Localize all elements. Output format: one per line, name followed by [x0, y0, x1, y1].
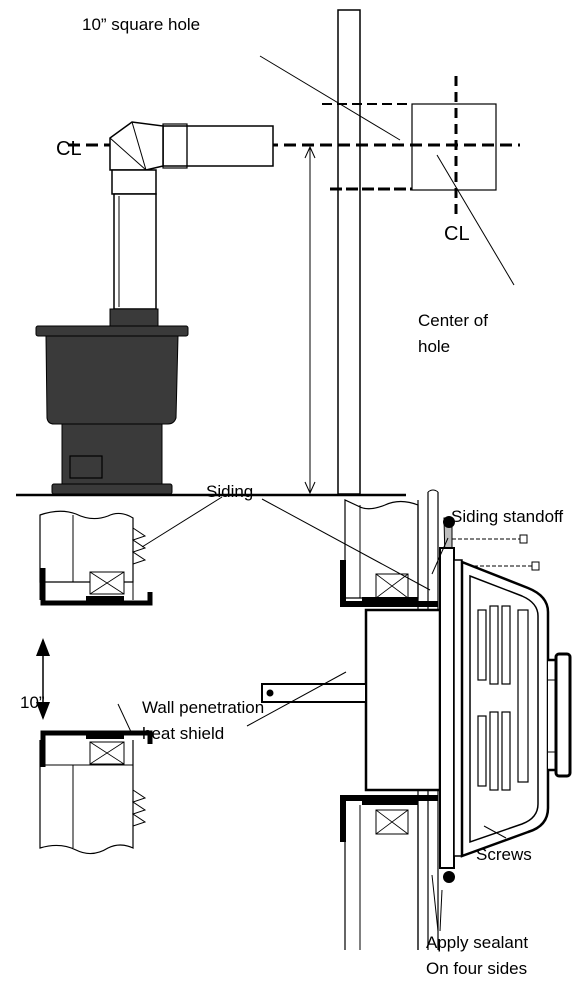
- center-of-hole-label-2: hole: [418, 337, 450, 356]
- pipe-elbow: [109, 121, 164, 171]
- stove-door: [69, 455, 103, 479]
- screws-label: Screws: [476, 845, 532, 864]
- sealant-bead-top: [443, 516, 455, 528]
- heat-shield-upper: [40, 568, 153, 606]
- vent-cap-rim: [554, 652, 572, 778]
- left-wall-upper: [39, 510, 134, 583]
- wall-section: [337, 9, 361, 495]
- rh-x2: [375, 573, 409, 599]
- right-shield-lower-strip: [362, 798, 418, 805]
- siding-leader-left: [141, 496, 223, 548]
- screws-leader: [483, 825, 507, 839]
- center-of-hole-label-1: Center of: [418, 311, 488, 330]
- square-hole-outline: [411, 103, 497, 191]
- ten-inch-label: 10”: [20, 693, 45, 712]
- thimble-box: [364, 608, 442, 792]
- siding-top-edge: [427, 489, 439, 493]
- center-of-hole-leader: [436, 154, 515, 286]
- sealant-label-2: On four sides: [426, 959, 527, 978]
- flue-pipe-stub: [261, 683, 367, 703]
- thimble-installation-view: Siding Siding standoff Wall penetration …: [142, 482, 572, 978]
- wall-cross-section-left: 10”: [20, 496, 223, 855]
- left-wall-lower: [39, 740, 134, 855]
- rh-bx2: [375, 809, 409, 835]
- horizontal-flue-pipe: [162, 125, 274, 167]
- siding-label: Siding: [206, 482, 253, 501]
- ten-inch-arrow-top: [36, 638, 50, 656]
- centerline-top-label: CL: [56, 138, 82, 160]
- siding-standoff-label: Siding standoff: [451, 507, 563, 526]
- heat-shield-leader-right: [246, 671, 347, 727]
- sealant-leader-1: [431, 874, 439, 932]
- wall-penetration-label-1: Wall penetration: [142, 698, 264, 717]
- square-hole-leader: [259, 55, 401, 141]
- wall-elevation-view: 10” square hole CL CL Center of hole: [16, 9, 520, 497]
- standoff-leader: [431, 537, 449, 575]
- screw-2-head: [531, 561, 540, 571]
- ten-inch-arrow-bottom: [36, 702, 50, 720]
- sealant-bead-bottom: [443, 871, 455, 883]
- siding-leader-right: [261, 498, 431, 591]
- right-shield-upper-strip: [362, 597, 418, 604]
- left-siding-upper: [131, 527, 147, 565]
- heat-shield-leader-left: [117, 703, 133, 735]
- header-x2: [89, 571, 125, 595]
- height-arrow-top: [304, 145, 316, 159]
- left-siding-lower: [131, 789, 147, 827]
- heat-shield-lower-strip: [86, 733, 124, 739]
- square-hole-label: 10” square hole: [82, 15, 200, 34]
- elbow-segment-1: [109, 137, 147, 171]
- height-arrow-bottom: [304, 481, 316, 495]
- right-wall-bottom: [344, 805, 419, 950]
- vertical-pipe-upper: [111, 169, 157, 195]
- sealant-label-1: Apply sealant: [426, 933, 528, 952]
- elbow-segment-2: [131, 121, 147, 171]
- vertical-pipe: [113, 193, 157, 310]
- centerline-right-label: CL: [444, 223, 470, 245]
- pipe-rivet: [266, 689, 274, 697]
- header-lx2: [89, 741, 125, 765]
- wall-penetration-label-2: heat shield: [142, 724, 224, 743]
- mounting-plate: [439, 547, 455, 869]
- stove-top-plate: [35, 325, 189, 337]
- heat-shield-upper-strip: [86, 596, 124, 602]
- stove-foot: [51, 483, 173, 495]
- vent-louvers: [477, 605, 529, 791]
- stove-body: [45, 335, 179, 425]
- vent-cap-inner: [469, 574, 539, 844]
- screw-1-head: [519, 534, 528, 544]
- stove-collar: [109, 308, 159, 327]
- sealant-leader-2: [439, 889, 443, 932]
